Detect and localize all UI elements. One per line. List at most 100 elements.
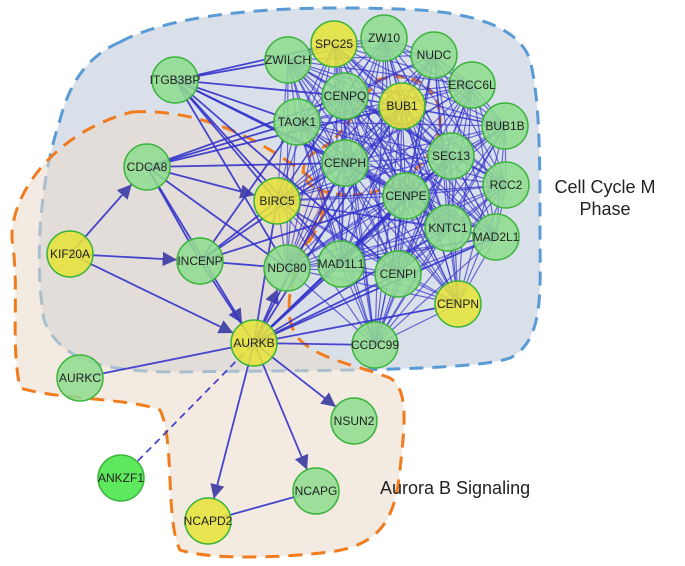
node-circle <box>253 177 301 225</box>
edge-cenph-cenpn <box>344 162 459 305</box>
node-circle <box>382 172 430 220</box>
node-circle <box>317 240 365 288</box>
node-circle <box>410 31 458 79</box>
node-circle <box>56 354 104 402</box>
edge-nudc-zwilch <box>287 54 435 61</box>
node-label: AURKC <box>59 371 101 385</box>
node-label: BUB1 <box>386 99 418 113</box>
node-circle <box>321 139 369 187</box>
node-circle <box>330 397 378 445</box>
edge-zwilch-ercc6l <box>287 59 473 86</box>
edge-itgb3bp-mad1l1 <box>174 79 342 265</box>
edge-birc5-cenpn <box>276 200 459 305</box>
m-phase-label-line1: Cell Cycle M <box>554 177 656 197</box>
node-birc5[interactable]: BIRC5 <box>253 177 301 225</box>
edge-cenph-rcc2 <box>344 162 507 186</box>
node-zwilch[interactable]: ZWILCH <box>264 36 312 84</box>
edge-aurkb-cenpn <box>253 303 459 344</box>
edge-aurkb-bub1 <box>253 105 403 344</box>
node-ercc6l[interactable]: ERCC6L <box>448 61 496 109</box>
node-circle <box>263 244 311 292</box>
node-taok1[interactable]: TAOK1 <box>273 98 321 146</box>
node-ncapg[interactable]: NCAPG <box>292 467 340 515</box>
node-label: SEC13 <box>432 149 470 163</box>
node-ndc80[interactable]: NDC80 <box>263 244 311 292</box>
edge-zwilch-mad1l1 <box>287 59 342 265</box>
node-label: CCDC99 <box>351 338 399 352</box>
node-ncapd2[interactable]: NCAPD2 <box>184 497 233 545</box>
node-cenpi[interactable]: CENPI <box>374 250 422 298</box>
node-label: KIF20A <box>50 247 90 261</box>
node-circle <box>230 319 278 367</box>
node-label: CENPQ <box>324 89 367 103</box>
node-cenpq[interactable]: CENPQ <box>321 72 369 120</box>
node-mad1l1[interactable]: MAD1L1 <box>317 240 365 288</box>
node-label: TAOK1 <box>278 115 317 129</box>
node-ccdc99[interactable]: CCDC99 <box>351 321 399 369</box>
node-circle <box>482 161 530 209</box>
node-label: NSUN2 <box>334 414 375 428</box>
node-kif20a[interactable]: KIF20A <box>46 230 94 278</box>
node-bub1[interactable]: BUB1 <box>378 82 426 130</box>
node-zw10[interactable]: ZW10 <box>360 14 408 62</box>
edge-taok1-sec13 <box>296 121 452 157</box>
node-circle <box>273 98 321 146</box>
edge-cdca8-taok1 <box>146 121 298 168</box>
node-circle <box>321 72 369 120</box>
edge-aurkb-ncapd2 <box>210 342 255 499</box>
aurora-b-label: Aurora B Signaling <box>380 478 531 498</box>
node-circle <box>360 14 408 62</box>
node-label: SPC25 <box>315 37 353 51</box>
node-ankzf1[interactable]: ANKZF1 <box>97 454 145 502</box>
m-phase-label-line2: Phase <box>579 199 631 219</box>
edge-itgb3bp-ndc80 <box>174 79 288 269</box>
m-phase-label: Cell Cycle M Phase <box>540 176 670 220</box>
node-circle <box>374 250 422 298</box>
node-rcc2[interactable]: RCC2 <box>482 161 530 209</box>
node-circle <box>434 280 482 328</box>
node-label: ANKZF1 <box>98 471 144 485</box>
node-nsun2[interactable]: NSUN2 <box>330 397 378 445</box>
node-label: ITGB3BP <box>150 73 201 87</box>
node-itgb3bp[interactable]: ITGB3BP <box>150 56 201 104</box>
node-circle <box>378 82 426 130</box>
node-cdca8[interactable]: CDCA8 <box>123 143 171 191</box>
node-circle <box>123 143 171 191</box>
node-label: CENPN <box>437 297 479 311</box>
node-circle <box>184 497 232 545</box>
node-cenpe[interactable]: CENPE <box>382 172 430 220</box>
edge-kif20a-aurkb <box>69 253 234 334</box>
node-bub1b[interactable]: BUB1B <box>481 102 529 150</box>
node-circle <box>448 61 496 109</box>
node-label: CDCA8 <box>127 160 168 174</box>
node-aurkc[interactable]: AURKC <box>56 354 104 402</box>
node-label: BUB1B <box>485 119 524 133</box>
node-label: NDC80 <box>267 261 307 275</box>
node-aurkb[interactable]: AURKB <box>230 319 278 367</box>
edge-cdca8-cenph <box>146 162 346 168</box>
node-circle <box>351 321 399 369</box>
node-kntc1[interactable]: KNTC1 <box>424 204 472 252</box>
edge-cdca8-bub1 <box>146 105 403 168</box>
node-incenp[interactable]: INCENP <box>176 237 224 285</box>
node-mad2l1[interactable]: MAD2L1 <box>472 213 520 261</box>
node-label: CENPI <box>380 267 417 281</box>
node-label: MAD1L1 <box>318 257 365 271</box>
node-circle <box>176 237 224 285</box>
edge-itgb3bp-cenpq <box>174 79 346 97</box>
edge-aurkc-aurkb <box>79 342 255 379</box>
node-circle <box>264 36 312 84</box>
edge-incenp-taok1 <box>199 121 298 262</box>
edge-ankzf1-aurkb <box>120 342 255 479</box>
node-cenpn[interactable]: CENPN <box>434 280 482 328</box>
node-label: INCENP <box>177 254 222 268</box>
edge-incenp-cenpe <box>199 195 407 262</box>
edge-nudc-cenpn <box>433 54 459 305</box>
node-spc25[interactable]: SPC25 <box>310 20 358 68</box>
node-cenph[interactable]: CENPH <box>321 139 369 187</box>
node-sec13[interactable]: SEC13 <box>427 132 475 180</box>
edge-aurkb-cenpi <box>253 273 399 344</box>
edge-sec13-ccdc99 <box>374 155 452 346</box>
node-nudc[interactable]: NUDC <box>410 31 458 79</box>
node-label: ERCC6L <box>448 78 496 92</box>
